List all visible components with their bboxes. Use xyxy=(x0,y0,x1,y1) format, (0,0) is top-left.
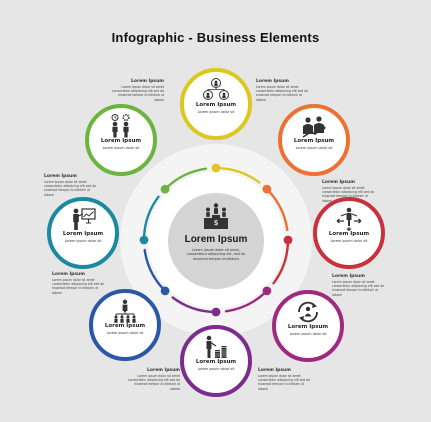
item-text: Lorem ipsum dolor sit xyxy=(64,239,102,243)
item-circle-presentation: Lorem Ipsum Lorem ipsum dolor sit xyxy=(47,197,119,269)
svg-text:$: $ xyxy=(214,219,219,227)
ring-arc-idea xyxy=(165,167,208,189)
note-text: Lorem ipsum dolor sit amet consectetur a… xyxy=(44,180,97,197)
item-text: Lorem ipsum dolor sit xyxy=(197,367,235,371)
item-text: Lorem ipsum dolor sit xyxy=(102,146,140,150)
ring-arc-growth xyxy=(267,189,289,232)
item-text: Lorem ipsum dolor sit xyxy=(330,239,368,243)
item-circle-structure: Lorem Ipsum Lorem ipsum dolor sit xyxy=(89,289,161,361)
presentation-icon xyxy=(73,208,96,230)
center-heading: Lorem Ipsum xyxy=(184,234,248,245)
note-text: Lorem ipsum dolor sit amet consectetur a… xyxy=(258,374,311,391)
note-heading: Lorem Ipsum xyxy=(131,79,164,84)
note-text: Lorem ipsum dolor sit amet consectetur a… xyxy=(256,85,309,102)
note-heading: Lorem Ipsum xyxy=(332,274,365,279)
ring-arc-hierarchy xyxy=(217,166,261,184)
item-heading: Lorem Ipsum xyxy=(195,359,237,365)
team-hierarchy-icon xyxy=(203,78,229,100)
ring-dot-presentation xyxy=(139,235,149,245)
note-bottom-left: Lorem Ipsum Lorem ipsum dolor sit amet c… xyxy=(124,368,180,391)
ring-arcs xyxy=(139,163,293,317)
note-top-right: Lorem Ipsum Lorem ipsum dolor sit amet c… xyxy=(256,79,312,102)
balance-arrows-icon xyxy=(336,207,362,231)
note-heading: Lorem Ipsum xyxy=(52,272,85,277)
center-hub: $ Lorem Ipsum Lorem ipsum dolor sit amet… xyxy=(168,193,264,289)
note-text: Lorem ipsum dolor sit amet consectetur a… xyxy=(111,85,164,102)
item-text: Lorem ipsum dolor sit xyxy=(289,332,327,336)
item-circle-idea: Lorem Ipsum Lorem ipsum dolor sit xyxy=(85,104,157,176)
item-circle-hierarchy: Lorem Ipsum Lorem ipsum dolor sit xyxy=(180,68,252,140)
ring-dot-idea xyxy=(160,184,170,194)
note-heading: Lorem Ipsum xyxy=(258,368,291,373)
item-heading: Lorem Ipsum xyxy=(104,323,146,329)
ring-dot-growth xyxy=(262,184,272,194)
item-circle-cycle: Lorem Ipsum Lorem ipsum dolor sit xyxy=(272,290,344,362)
note-text: Lorem ipsum dolor sit amet consectetur a… xyxy=(322,186,375,203)
note-left-lower: Lorem Ipsum Lorem ipsum dolor sit amet c… xyxy=(52,272,108,295)
note-heading: Lorem Ipsum xyxy=(322,180,355,185)
note-heading: Lorem Ipsum xyxy=(256,79,289,84)
item-text: Lorem ipsum dolor sit xyxy=(197,110,235,114)
center-text: Lorem ipsum dolor sit amet, consectetur … xyxy=(186,248,246,261)
page-title: Infographic - Business Elements xyxy=(111,30,320,45)
ring-dot-hierarchy xyxy=(211,163,221,173)
ring-arc-presentation xyxy=(142,195,160,239)
note-top-left: Lorem Ipsum Lorem ipsum dolor sit amet c… xyxy=(108,79,164,102)
ring-arc-cycle xyxy=(224,291,267,313)
ring-arc-balance xyxy=(272,241,290,285)
note-text: Lorem ipsum dolor sit amet consectetur a… xyxy=(332,280,385,297)
note-right-lower: Lorem Ipsum Lorem ipsum dolor sit amet c… xyxy=(332,274,388,297)
item-heading: Lorem Ipsum xyxy=(287,324,329,330)
note-right-upper: Lorem Ipsum Lorem ipsum dolor sit amet c… xyxy=(322,180,378,203)
idea-teamwork-icon xyxy=(111,114,130,138)
note-left-upper: Lorem Ipsum Lorem ipsum dolor sit amet c… xyxy=(44,174,100,197)
item-circle-balance: Lorem Ipsum Lorem ipsum dolor sit xyxy=(313,197,385,269)
podium-money-icon: $ xyxy=(204,203,228,229)
item-heading: Lorem Ipsum xyxy=(62,231,104,237)
note-heading: Lorem Ipsum xyxy=(147,368,180,373)
business-growth-icon xyxy=(302,116,326,138)
item-text: Lorem ipsum dolor sit xyxy=(106,331,144,335)
org-structure-icon xyxy=(114,299,136,323)
ring-arc-structure xyxy=(143,248,165,291)
note-text: Lorem ipsum dolor sit amet consectetur a… xyxy=(127,374,180,391)
item-circle-growth: Lorem Ipsum Lorem ipsum dolor sit xyxy=(278,104,350,176)
ring-arc-money xyxy=(171,296,215,314)
money-stack-icon xyxy=(206,335,227,358)
note-text: Lorem ipsum dolor sit amet consectetur a… xyxy=(52,278,105,295)
ring-dot-money xyxy=(211,307,221,317)
note-heading: Lorem Ipsum xyxy=(44,174,77,179)
item-heading: Lorem Ipsum xyxy=(100,138,142,144)
note-bottom-right: Lorem Ipsum Lorem ipsum dolor sit amet c… xyxy=(258,368,314,391)
ring-dot-cycle xyxy=(262,286,272,296)
item-circle-money: Lorem Ipsum Lorem ipsum dolor sit xyxy=(180,325,252,397)
item-heading: Lorem Ipsum xyxy=(328,231,370,237)
item-heading: Lorem Ipsum xyxy=(293,138,335,144)
cycle-arrows-icon xyxy=(298,301,318,323)
ring-dot-structure xyxy=(160,286,170,296)
ring-dot-balance xyxy=(283,235,293,245)
item-text: Lorem ipsum dolor sit xyxy=(295,146,333,150)
item-heading: Lorem Ipsum xyxy=(195,102,237,108)
